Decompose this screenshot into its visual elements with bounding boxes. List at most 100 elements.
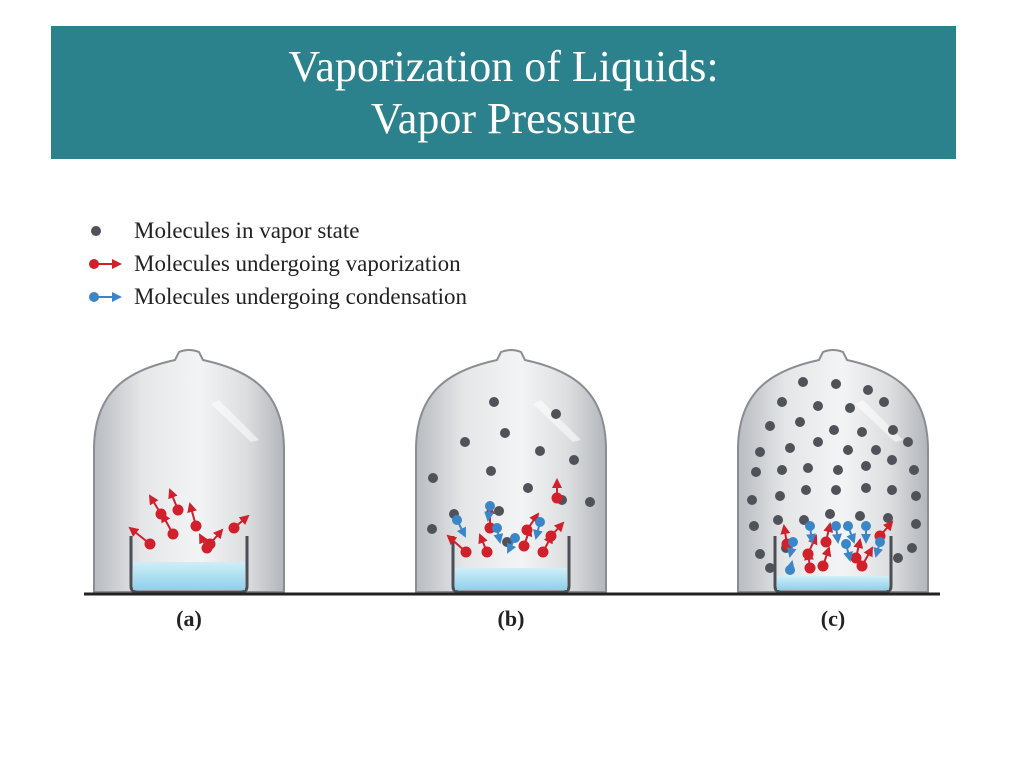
condensing-molecule [535,517,545,527]
vaporizing-molecule [537,546,549,558]
vapor-molecule [585,497,595,507]
vapor-molecule [911,519,921,529]
vapor-molecule [795,417,805,427]
vapor-molecule [843,445,853,455]
vapor-molecule [907,543,917,553]
vapor-molecule [535,446,545,456]
liquid [777,576,889,590]
glass-highlight [533,400,581,442]
vapor-molecule [879,397,889,407]
vapor-molecule [909,465,919,475]
vapor-molecule [803,463,813,473]
bell-jar-a [93,349,285,594]
vaporization-arrow-icon [89,258,122,269]
vapor-molecule [765,563,775,573]
vaporizing-molecule [551,492,563,504]
vaporizing-molecule [817,560,829,572]
vapor-molecule [831,379,841,389]
vapor-molecule [871,445,881,455]
slide-title-line-2: Vapor Pressure [370,93,637,143]
vapor-molecule [893,553,903,563]
liquid [133,562,245,590]
panel-label-a: (a) [176,606,202,631]
bell-jar-glass [93,349,285,593]
vapor-molecule [861,461,871,471]
vapor-molecule [551,409,561,419]
condensing-molecule [485,501,495,511]
vaporizing-molecule [460,546,472,558]
vapor-molecule [489,397,499,407]
vapor-molecule [863,385,873,395]
panel-label-b: (b) [497,606,525,631]
vapor-molecule [773,515,783,525]
vapor-molecule [494,506,504,516]
dish [773,536,893,594]
legend-item-condensation: Molecules undergoing condensation [84,280,467,313]
legend-label-vapor: Molecules in vapor state [134,218,360,243]
vapor-molecule [888,425,898,435]
condensing-molecule [788,537,798,547]
vaporizing-molecule [167,528,179,540]
vapor-molecule [765,421,775,431]
vaporizing-molecule [820,536,832,548]
vapor-molecule [755,447,765,457]
vapor-molecule [428,473,438,483]
vapor-molecule [903,437,913,447]
vapor-molecule [747,495,757,505]
title-bar: Vaporization of Liquids: Vapor Pressure [51,26,956,159]
vapor-molecule [887,455,897,465]
legend-label-condensation: Molecules undergoing condensation [134,284,468,309]
vapor-molecule [427,524,437,534]
bell-jar-c [737,349,929,594]
bell-jar-diagram [84,349,940,596]
vaporizing-molecule [172,504,184,516]
vaporizing-molecule [155,508,167,520]
vapor-molecule [829,425,839,435]
condensing-molecule [843,521,853,531]
vapor-molecule [785,443,795,453]
condensing-molecule [875,537,885,547]
vapor-molecule [833,465,843,475]
vaporizing-molecule [856,560,868,572]
vaporizing-molecule [481,546,493,558]
liquid [455,568,567,590]
vapor-molecule [755,549,765,559]
vapor-molecule [751,467,761,477]
vapor-molecule [749,521,759,531]
vapor-molecule [777,465,787,475]
slide-title-line-1: Vaporization of Liquids: [288,41,719,91]
bell-jar-b [415,349,607,594]
vaporizing-molecule [190,520,202,532]
vaporizing-molecule [144,538,156,550]
vaporizing-molecule [484,522,496,534]
vapor-molecule [857,427,867,437]
vapor-molecule [861,483,871,493]
vapor-molecule [825,509,835,519]
vaporizing-molecule [518,540,530,552]
vapor-molecule [569,455,579,465]
dish [129,536,249,594]
vapor-molecule [801,485,811,495]
legend-item-vapor: Molecules in vapor state [84,214,467,247]
vapor-molecule [813,437,823,447]
vapor-molecule-icon [91,225,101,236]
condensing-molecule [510,533,520,543]
vaporizing-molecule [201,542,213,554]
condensing-molecule [831,521,841,531]
vapor-molecule [845,403,855,413]
vapor-molecule [775,491,785,501]
vaporizing-molecule [804,562,816,574]
condensing-molecule [861,521,871,531]
vaporizing-molecule [850,552,862,564]
legend-label-vaporization: Molecules undergoing vaporization [134,251,461,276]
vapor-molecule [855,511,865,521]
vapor-molecule [887,485,897,495]
glass-highlight [211,400,259,442]
legend: Molecules in vapor state Molecules under… [84,214,467,313]
bell-jar-glass [415,349,607,593]
vapor-molecule [831,485,841,495]
vapor-molecule [460,437,470,447]
panel-label-c: (c) [820,606,846,631]
vapor-molecule [523,483,533,493]
condensing-molecule [785,565,795,575]
